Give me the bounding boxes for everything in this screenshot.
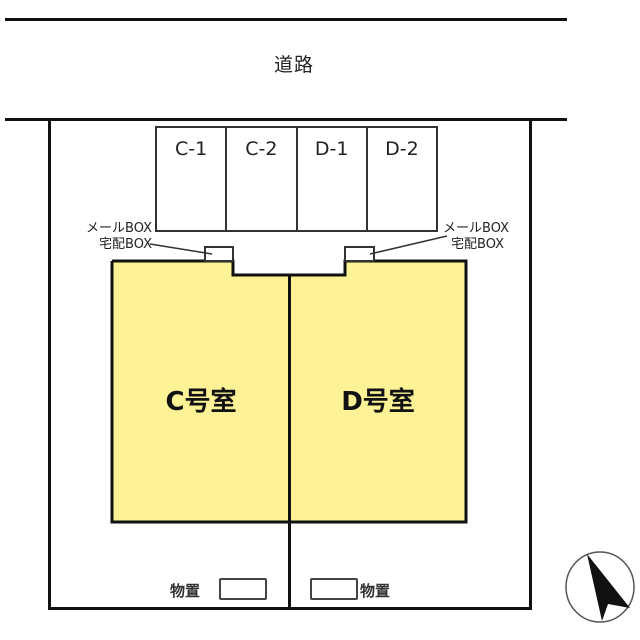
storage-label-left: 物置 bbox=[170, 582, 201, 600]
mailbox-note-line2: 宅配BOX bbox=[99, 237, 152, 252]
storage-shed-right bbox=[310, 578, 358, 600]
room-c: C号室 bbox=[113, 262, 289, 522]
parking-slot-d1: D-1 bbox=[298, 128, 368, 230]
parking-slot-d2: D-2 bbox=[368, 128, 436, 230]
mailbox-note-right: メールBOX 宅配BOX bbox=[443, 221, 543, 253]
mailbox-note-line1: メールBOX bbox=[443, 221, 509, 236]
lot-left-boundary bbox=[48, 118, 51, 609]
lot-right-boundary bbox=[529, 118, 532, 609]
parking-slot-label: D-2 bbox=[385, 138, 419, 160]
parking-slot-label: C-1 bbox=[175, 138, 208, 160]
parking-slot-c1: C-1 bbox=[157, 128, 228, 230]
north-arrow-icon bbox=[565, 551, 635, 623]
parking-slot-label: D-1 bbox=[314, 138, 349, 160]
road-bottom-edge bbox=[5, 118, 567, 121]
road-top-edge bbox=[5, 18, 567, 21]
storage-label-right: 物置 bbox=[360, 582, 391, 600]
parking-slot-label: C-2 bbox=[245, 138, 278, 160]
parking-slot-c2: C-2 bbox=[227, 128, 298, 230]
parking-area: C-1 C-2 D-1 D-2 bbox=[155, 126, 438, 232]
room-d-label: D号室 bbox=[341, 386, 415, 417]
room-c-label: C号室 bbox=[165, 386, 237, 417]
room-d: D号室 bbox=[290, 262, 466, 522]
road-label: 道路 bbox=[273, 54, 314, 76]
mailbox-note-left: メールBOX 宅配BOX bbox=[40, 221, 152, 253]
mailbox-note-line2: 宅配BOX bbox=[451, 237, 504, 252]
mailbox-note-line1: メールBOX bbox=[86, 221, 152, 236]
storage-shed-left bbox=[219, 578, 267, 600]
